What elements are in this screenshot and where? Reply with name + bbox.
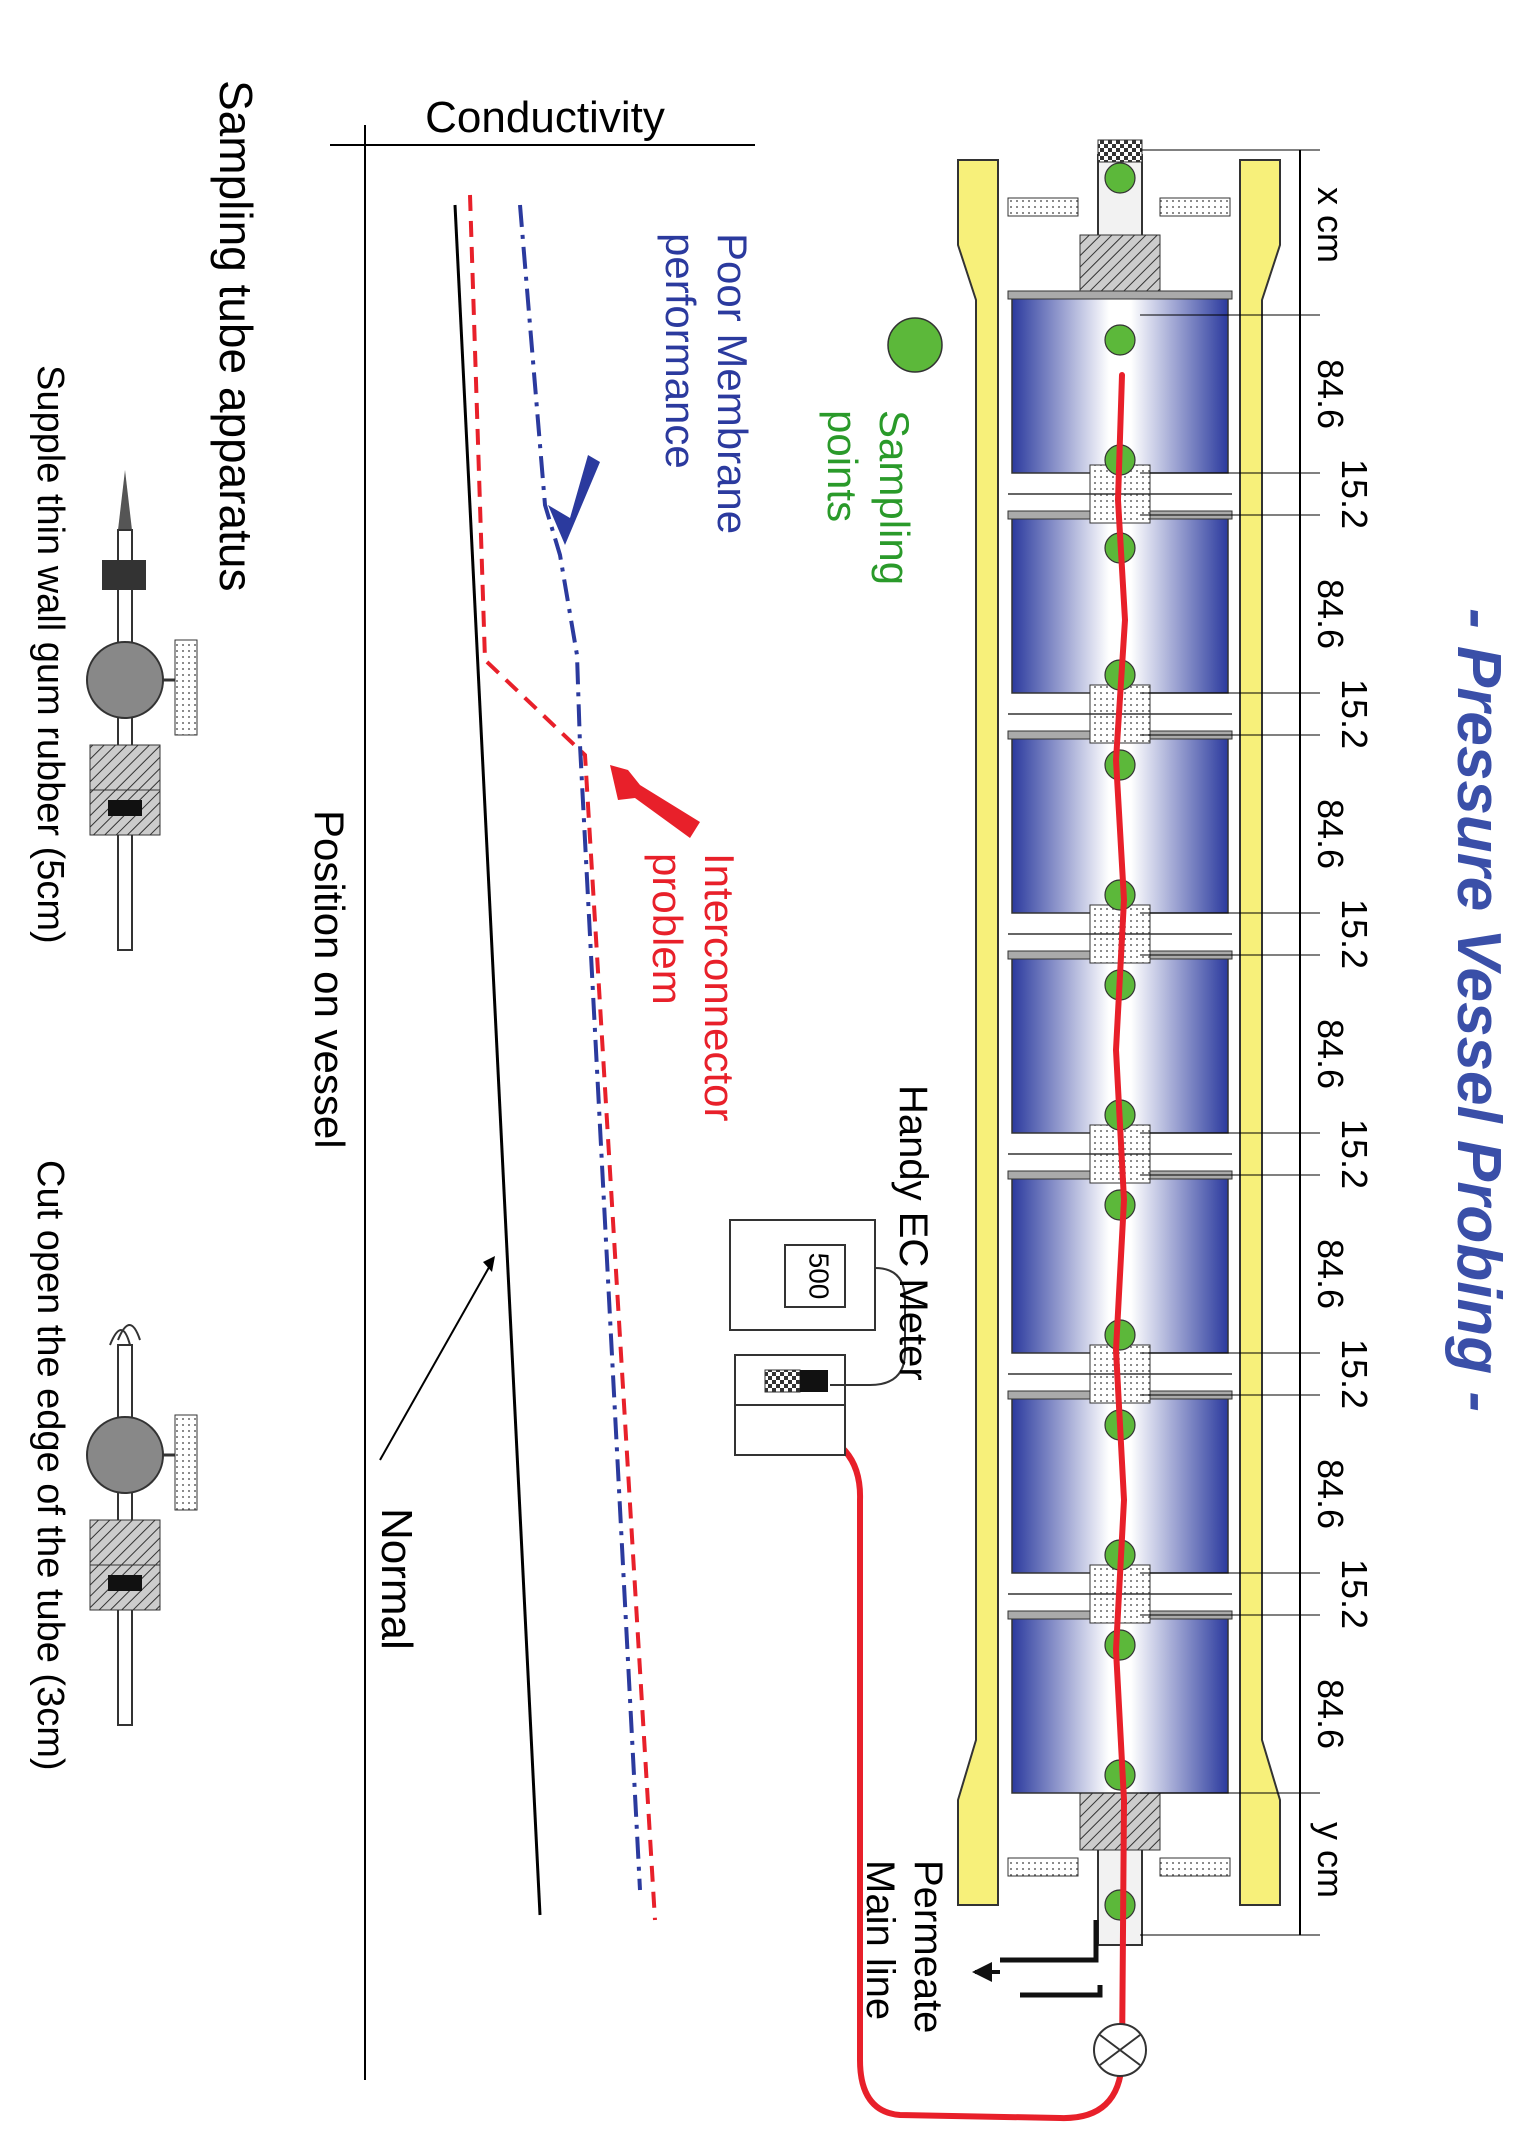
dim-label-element: 84.6 (1310, 1239, 1351, 1309)
normal-arrow (379, 1261, 493, 1461)
valve-handle-2 (174, 1414, 198, 1511)
end-plate-bottom-left (1007, 1857, 1079, 1877)
dim-label-element: 84.6 (1310, 1019, 1351, 1089)
element-seal (1007, 290, 1233, 300)
probe-sensor (764, 1369, 801, 1393)
dim-label-element: 84.6 (1310, 1679, 1351, 1749)
meter-label: Handy EC Meter (891, 1085, 935, 1381)
series-poor-membrane (518, 204, 642, 1891)
sampling-point (1104, 1889, 1136, 1921)
dim-label-interconnector: 15.2 (1334, 459, 1375, 529)
conductivity-chart: Conductivity Position on vessel Normal P… (306, 93, 756, 2080)
end-plate-top-right (1159, 197, 1231, 217)
dim-label-element: 84.6 (1310, 359, 1351, 429)
dim-label-element: 84.6 (1310, 799, 1351, 869)
sampling-point (1104, 1189, 1136, 1221)
poor-membrane-arrow (548, 455, 600, 545)
valve-handle (174, 639, 198, 736)
legend-sampling-point-icon (887, 317, 943, 373)
x-axis-label: Position on vessel (306, 810, 353, 1149)
tube2-caption: Cut open the edge of the tube (3cm) (29, 1160, 71, 1771)
series-interconnector (468, 194, 657, 1921)
dim-label-interconnector: 15.2 (1334, 679, 1375, 749)
sampling-point (1104, 162, 1136, 194)
dimension-lines: x cm y cm 84.6 15.2 84.6 15.2 84.6 15.2 84.6 15.2… (1140, 149, 1375, 1936)
meter-display (784, 1244, 846, 1308)
pressure-vessel: x cm y cm 84.6 15.2 84.6 15.2 84.6 15.2 84.6 15.2… (957, 139, 1375, 1946)
vessel-shell-left (957, 159, 999, 1906)
y-axis-label: Conductivity (425, 93, 665, 142)
sampling-point (1104, 1629, 1136, 1661)
outlet-arrow (972, 1962, 992, 1982)
tube1-caption: Supple thin wall gum rubber (5cm) (29, 365, 71, 944)
sampling-point (1104, 324, 1136, 356)
permeate-outlet (972, 1920, 1147, 2077)
series-normal (453, 204, 542, 1916)
probe-line (777, 372, 1129, 2122)
sampling-tube-1 (86, 470, 198, 951)
meter-cable (830, 1267, 906, 1386)
ec-meter: 500 (729, 1219, 906, 1456)
end-plate-top-left (1007, 197, 1079, 217)
interconnector-label: Interconnectorproblem (644, 853, 743, 1122)
end-plate-bottom-right (1159, 1857, 1231, 1877)
sampling-point (1104, 879, 1136, 911)
dim-label-element: 84.6 (1310, 1459, 1351, 1529)
dim-label-interconnector: 15.2 (1334, 1559, 1375, 1629)
dim-label-interconnector: 15.2 (1334, 1339, 1375, 1409)
sampling-point (1104, 749, 1136, 781)
normal-label: Normal (372, 1508, 421, 1650)
meter-reading: 500 (804, 1253, 835, 1300)
tube-cap (1097, 139, 1143, 163)
dim-label-interconnector: 15.2 (1334, 899, 1375, 969)
dim-label-element: 84.6 (1310, 579, 1351, 649)
dim-label-interconnector: 15.2 (1334, 1119, 1375, 1189)
vessel-shell-right (1239, 159, 1281, 1906)
page-title: - Pressure Vessel Probing - (1444, 608, 1513, 1412)
sampling-tube-2 (86, 1324, 198, 1726)
apparatus-title: Sampling tube apparatus (210, 80, 262, 591)
outlet-label: PermeateMain line (858, 1860, 950, 2033)
valve-ball (86, 641, 164, 719)
adapter-bottom (1079, 1789, 1161, 1851)
legend-sampling-points-label: Samplingpoints (819, 410, 918, 585)
valve-ball-2 (86, 1416, 164, 1494)
adapter-top (1079, 234, 1161, 296)
dim-label-end: y cm (1310, 1822, 1351, 1898)
interconnector-arrow (610, 765, 700, 838)
dim-label-start: x cm (1310, 187, 1351, 263)
poor-membrane-label: Poor Membraneperformance (657, 233, 756, 534)
